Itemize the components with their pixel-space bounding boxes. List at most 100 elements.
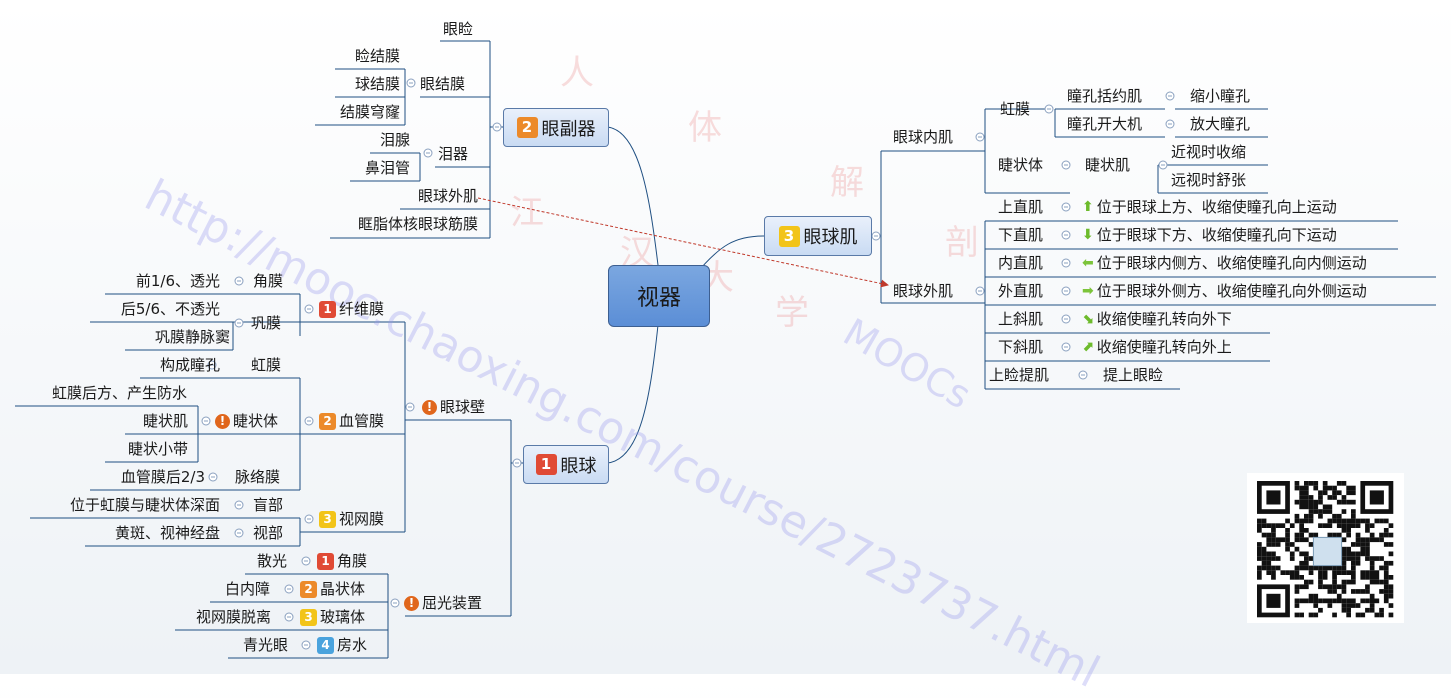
priority-1-icon: 1 bbox=[319, 300, 336, 318]
node-astigmatism[interactable]: 散光 bbox=[256, 552, 287, 570]
node-ciliary-muscle[interactable]: 睫状肌 bbox=[1085, 156, 1131, 174]
node-near-contract[interactable]: 近视时收缩 bbox=[1171, 143, 1247, 161]
node-medial-rectus[interactable]: 内直肌 bbox=[998, 254, 1044, 272]
node-choroid[interactable]: 脉络膜 bbox=[235, 468, 281, 486]
qr-code-image bbox=[1257, 481, 1394, 618]
node-lacrimal-gland[interactable]: 泪腺 bbox=[379, 131, 410, 149]
node-sclera[interactable]: 巩膜 bbox=[251, 314, 282, 332]
warning-icon: ! bbox=[422, 399, 437, 415]
desc-text: 位于眼球下方、收缩使瞳孔向下运动 bbox=[1096, 226, 1337, 244]
node-conjunctiva[interactable]: 眼结膜 bbox=[420, 75, 466, 93]
node-superior-oblique[interactable]: 上斜肌 bbox=[998, 310, 1044, 328]
node-raise-eyelid[interactable]: 提上眼睑 bbox=[1103, 366, 1164, 384]
node-ciliary-body-b[interactable]: !睫状体 bbox=[215, 410, 295, 432]
arrow-down-right-icon: ⬊ bbox=[1082, 311, 1094, 327]
warning-icon: ! bbox=[404, 595, 419, 611]
node-blind-part-desc[interactable]: 位于虹膜与睫状体深面 bbox=[69, 496, 220, 514]
desc-text: 位于眼球上方、收缩使瞳孔向上运动 bbox=[1096, 198, 1337, 216]
node-conjunctival-fornix[interactable]: 结膜穹窿 bbox=[339, 103, 400, 121]
node-ciliary-body[interactable]: 睫状体 bbox=[998, 156, 1044, 174]
desc-text: 位于眼球内侧方、收缩使瞳孔向内侧运动 bbox=[1096, 254, 1367, 272]
node-label: 房水 bbox=[337, 636, 368, 654]
node-superior-oblique-desc[interactable]: ⬊收缩使瞳孔转向外下 bbox=[1082, 308, 1270, 330]
priority-4-icon: 4 bbox=[317, 636, 334, 654]
node-inferior-oblique-desc[interactable]: ⬈收缩使瞳孔转向外上 bbox=[1082, 336, 1270, 358]
node-cornea[interactable]: 角膜 bbox=[253, 272, 284, 290]
node-label: 晶状体 bbox=[320, 580, 366, 598]
node-sphincter-pupillae[interactable]: 瞳孔括约肌 bbox=[1067, 87, 1143, 105]
node-zonule[interactable]: 睫状小带 bbox=[127, 440, 188, 458]
node-eyeball-wall[interactable]: !眼球壁 bbox=[422, 396, 502, 418]
priority-3-icon: 3 bbox=[778, 225, 800, 247]
node-inferior-rectus-desc[interactable]: ⬇位于眼球下方、收缩使瞳孔向下运动 bbox=[1082, 224, 1398, 246]
node-label: 眼球壁 bbox=[440, 398, 486, 416]
node-scleral-sinus[interactable]: 巩膜静脉窦 bbox=[154, 328, 230, 346]
center-node[interactable]: 视器 bbox=[608, 265, 710, 327]
node-nasolacrimal-duct[interactable]: 鼻泪管 bbox=[364, 159, 410, 177]
node-choroid-desc[interactable]: 血管膜后2/3 bbox=[120, 468, 205, 486]
node-glaucoma[interactable]: 青光眼 bbox=[242, 636, 288, 654]
warning-icon: ! bbox=[215, 413, 230, 429]
node-cataract[interactable]: 白内障 bbox=[224, 580, 270, 598]
node-dilator-pupillae[interactable]: 瞳孔开大机 bbox=[1067, 115, 1143, 133]
node-eyelid[interactable]: 眼睑 bbox=[442, 20, 473, 38]
node-dilate-pupil[interactable]: 放大瞳孔 bbox=[1190, 115, 1251, 133]
node-cornea-desc[interactable]: 前1/6、透光 bbox=[135, 272, 220, 290]
node-iris-desc[interactable]: 构成瞳孔 bbox=[159, 356, 220, 374]
node-refractive-media[interactable]: !屈光装置 bbox=[404, 592, 499, 614]
arrow-left-icon: ⬅ bbox=[1082, 255, 1094, 271]
desc-text: 收缩使瞳孔转向外上 bbox=[1096, 338, 1232, 356]
node-retinal-detachment[interactable]: 视网膜脱离 bbox=[195, 608, 271, 626]
node-medial-rectus-desc[interactable]: ⬅位于眼球内侧方、收缩使瞳孔向内侧运动 bbox=[1082, 252, 1436, 274]
node-iris-b[interactable]: 虹膜 bbox=[251, 356, 282, 374]
node-constrict-pupil[interactable]: 缩小瞳孔 bbox=[1190, 87, 1251, 105]
node-inferior-rectus[interactable]: 下直肌 bbox=[998, 226, 1044, 244]
node-superior-rectus[interactable]: 上直肌 bbox=[998, 198, 1044, 216]
node-far-relax[interactable]: 远视时舒张 bbox=[1171, 171, 1247, 189]
node-label: 眼副器 bbox=[541, 118, 596, 140]
arrow-up-icon: ⬆ bbox=[1082, 199, 1094, 215]
node-iris[interactable]: 虹膜 bbox=[1000, 100, 1031, 118]
priority-1-icon: 1 bbox=[535, 454, 557, 475]
node-ciliary-muscle-b[interactable]: 睫状肌 bbox=[142, 412, 188, 430]
node-blind-part[interactable]: 盲部 bbox=[253, 496, 284, 514]
node-orbital-fat[interactable]: 眶脂体核眼球筋膜 bbox=[357, 215, 478, 233]
node-label: 睫状体 bbox=[233, 412, 279, 430]
arrow-right-icon: ➡ bbox=[1082, 283, 1094, 299]
node-intraocular-muscles[interactable]: 眼球内肌 bbox=[893, 128, 954, 146]
node-superior-rectus-desc[interactable]: ⬆位于眼球上方、收缩使瞳孔向上运动 bbox=[1082, 196, 1398, 218]
node-bulbar-conjunctiva[interactable]: 球结膜 bbox=[354, 75, 400, 93]
arrow-down-icon: ⬇ bbox=[1082, 227, 1094, 243]
node-lateral-rectus[interactable]: 外直肌 bbox=[998, 282, 1044, 300]
node-lateral-rectus-desc[interactable]: ➡位于眼球外侧方、收缩使瞳孔向外侧运动 bbox=[1082, 280, 1436, 302]
priority-2-icon: 2 bbox=[300, 580, 317, 598]
node-ciliary-body-desc[interactable]: 虹膜后方、产生防水 bbox=[51, 384, 187, 402]
node-extraocular-muscles[interactable]: 眼球外肌 bbox=[893, 282, 954, 300]
node-inferior-oblique[interactable]: 下斜肌 bbox=[998, 338, 1044, 356]
node-lacrimal-apparatus[interactable]: 泪器 bbox=[438, 145, 469, 163]
desc-text: 位于眼球外侧方、收缩使瞳孔向外侧运动 bbox=[1096, 282, 1367, 300]
node-optic-part[interactable]: 视部 bbox=[253, 524, 284, 542]
center-label: 视器 bbox=[636, 286, 681, 311]
node-sclera-desc[interactable]: 后5/6、不透光 bbox=[120, 300, 220, 318]
node-label: 玻璃体 bbox=[320, 608, 366, 626]
arrow-up-right-icon: ⬈ bbox=[1082, 339, 1094, 355]
node-label: 血管膜 bbox=[339, 412, 385, 430]
node-optic-part-desc[interactable]: 黄斑、视神经盘 bbox=[114, 524, 220, 542]
node-label: 纤维膜 bbox=[339, 300, 385, 318]
node-label: 眼球肌 bbox=[803, 227, 858, 248]
node-label: 视网膜 bbox=[339, 510, 385, 528]
node-palpebral-conjunctiva[interactable]: 睑结膜 bbox=[354, 47, 400, 65]
node-levator-palpebrae[interactable]: 上睑提肌 bbox=[989, 366, 1050, 384]
node-extraocular-link[interactable]: 眼球外肌 bbox=[417, 187, 478, 205]
